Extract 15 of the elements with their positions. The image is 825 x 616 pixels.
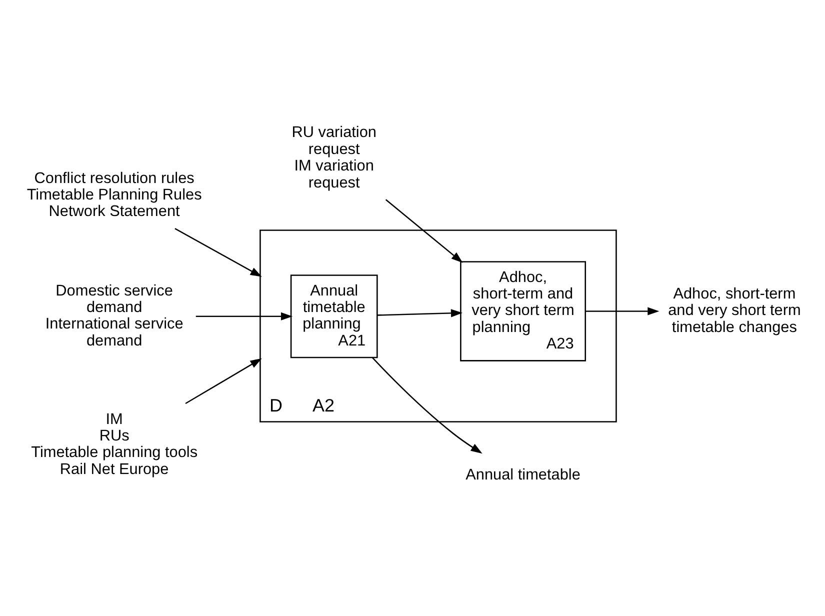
node-text: RU variation request IM variation request xyxy=(292,124,376,192)
arrow xyxy=(372,357,482,454)
node-text: Annual timetable xyxy=(466,466,580,484)
node-box: Adhoc, short-term and very short term planning A23 xyxy=(460,261,586,362)
arrow xyxy=(185,358,262,404)
node-text: Adhoc, short-term and very short term timetable changes xyxy=(668,285,801,336)
node-text: Conflict resolution rules Timetable Planning Rules Network Statement xyxy=(26,170,202,220)
arrow xyxy=(586,307,660,316)
arrow xyxy=(196,312,293,320)
node-box: Annual timetable planning A21 xyxy=(290,274,378,358)
arrow xyxy=(377,309,463,318)
arrow xyxy=(385,199,463,263)
arrow xyxy=(174,228,262,277)
node-text: Domestic service demand International service demand xyxy=(45,282,184,350)
node-text: IM RUs Timetable planning tools Rail Net Europe xyxy=(31,410,198,478)
